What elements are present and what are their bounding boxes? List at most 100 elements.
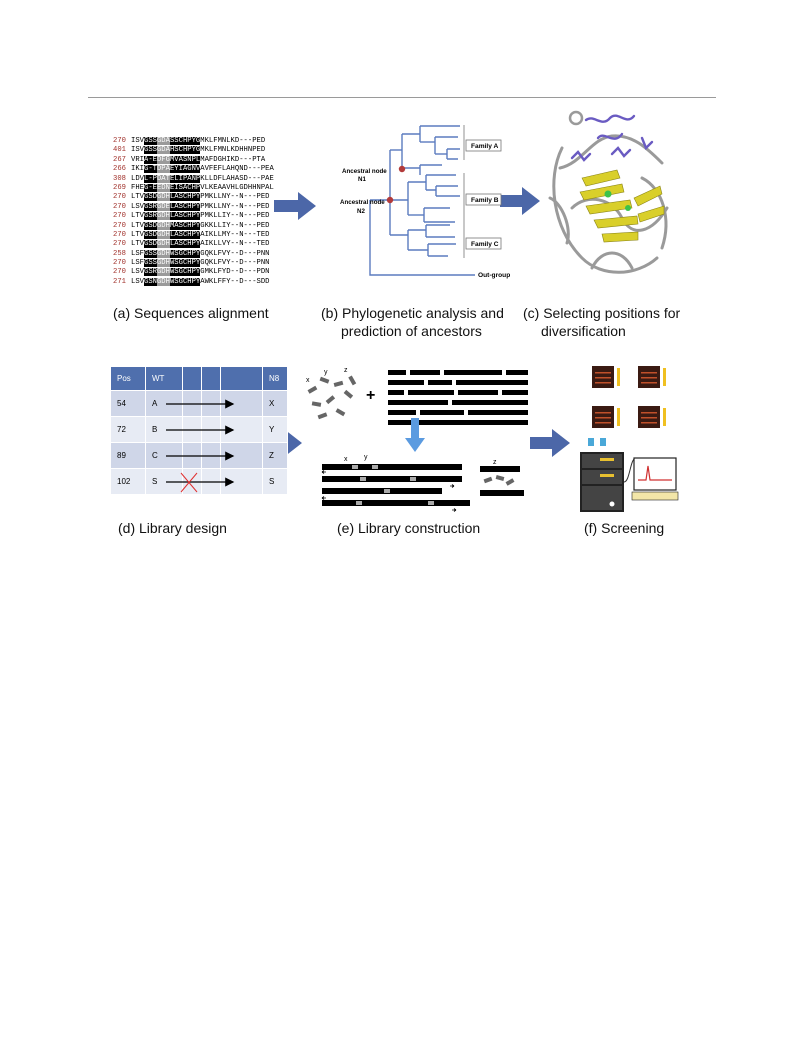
ancestral-node-n1 [398,165,406,173]
gel-images [592,366,666,428]
fragment-z-label: z [344,367,348,374]
product-y-label: y [364,454,368,461]
caption-c-line1: (c) Selecting positions for [523,305,681,321]
alignment-row-sequence: LSVGSRGDHWSGCHPYGMKLFYD--D---PDN [131,268,270,277]
alignment-row-sequence: LSVGSNGDHWSGCHPYAWKLFFY--D---SDD [131,277,270,286]
table-arrows [166,399,235,493]
alignment-row: 258 LSFGSSGDHWSGCHPYGQKLFVY--D---PNN [113,249,333,259]
alignment-row-sequence: ISVGSSGDASSCHPYGMKLFMNLKD---PED [131,137,266,145]
instrument-icon [580,438,637,512]
flow-arrow-a-b [274,192,316,220]
cell-n8: Z [263,443,288,469]
alignment-row-number: 270 [113,202,126,211]
alignment-row: 270 LTVGSDGDHLASCHPYAIKLLVY--N---TED [113,240,333,249]
alignment-row-number: 269 [113,183,126,192]
header-blank-3 [221,367,263,391]
caption-f: (f) Screening [584,520,665,536]
alignment-row-sequence: FHEG-EEDNEISACHPVLKEAAVHLGDHHNPAL [131,183,274,192]
alignment-row-sequence: LSFGSSGDHWSGCHPYGQKLFVY--D---PNN [131,249,270,258]
table-row: 54 A X [111,391,288,417]
alignment-row-number: 270 [113,268,126,277]
ancestral-node-n2 [386,196,394,204]
alignment-row-sequence: LTVGSDGDHLASCHPYAIKLLMY--N---TED [131,230,270,239]
alignment-row-number: 270 [113,221,126,230]
alignment-row: 271 LSVGSNGDHWSGCHPYAWKLFFY--D---SDD [113,277,333,287]
alignment-row-sequence: LTVGSDGDHLASCHPYPMKLLNY--N---PED [131,193,270,202]
cell-wt: B [146,417,183,443]
family-a-label: Family A [471,143,498,150]
caption-a: (a) Sequences alignment [113,305,269,321]
alignment-row-sequence: LSFGSSGDHWSGCHPYGQKLFVY--D---PNN [131,259,270,268]
alignment-row: 270 LTVGSDGDHLASCHPYAIKLLMY--N---TED [113,230,333,240]
alignment-row-sequence: LTVGSDGDHLASCHPYAIKLLVY--N---TED [131,240,270,249]
top-rule [88,97,716,98]
cell-pos: 54 [111,391,146,417]
flow-arrow-e-f [530,429,570,457]
header-wt: WT [146,367,183,391]
family-b-label: Family B [471,197,499,204]
alignment-row-number: 270 [113,193,126,202]
monitor-icon [631,457,679,501]
cell-n8: S [263,469,288,495]
alignment-row-sequence: LSVGSRGDELASCHPYPMKLLNY--N---PED [131,202,270,211]
flow-arrow-b-c [500,187,540,215]
alignment-row-number: 267 [113,155,126,164]
screening-diagram [580,366,679,512]
alignment-row: 267 VRIA-EDFGMVASNPLMAFDGHIKD---PTA [113,155,333,165]
node-n2-line1: Ancestral node [340,199,385,206]
down-arrow-icon [405,418,425,452]
alignment-row-number: 401 [113,146,126,155]
product-z-label: z [493,459,497,466]
caption-b-line1: (b) Phylogenetic analysis and [321,305,504,321]
alignment-row-sequence: VRIA-EDFGMVASNPLMAFDGHIKD---PTA [131,155,266,164]
family-c-label: Family C [471,241,499,248]
cell-n8: X [263,391,288,417]
library-construction-diagram: x y z + x y z [306,367,528,512]
alignment-row-number: 266 [113,165,126,174]
caption-e: (e) Library construction [337,520,481,536]
header-blank-1 [183,367,202,391]
table-header-row: Pos WT N8 [111,367,288,391]
fragment-x-label: x [306,377,310,384]
alignment-row-sequence: IKIG-TDPAEYIAGNVAVFEFLAHQND---PEA [131,165,274,174]
alignment-row-sequence: LTVGSDGDHMASCHPYGKKLLIY--N---PED [131,221,270,230]
protein-structure-image [548,110,669,274]
caption-b-line2: prediction of ancestors [341,323,482,339]
alignment-row-number: 258 [113,249,126,258]
header-pos: Pos [111,367,146,391]
phylogenetic-tree: Family A Family B Family C Out-group Anc… [340,125,510,279]
alignment-row-number: 270 [113,212,126,221]
alignment-row: 269 FHEG-EEDNEISACHPVLKEAAVHLGDHHNPAL [113,183,333,193]
alignment-row: 401 ISVGSSGDAHSCHPYGMKLFMNLKDHHNPED [113,146,333,155]
alignment-row-number: 270 [113,137,126,145]
alignment-row-number: 308 [113,174,126,183]
alignment-row-number: 270 [113,230,126,239]
cell-pos: 72 [111,417,146,443]
node-n1-line2: N1 [358,176,366,183]
header-blank-2 [202,367,221,391]
blocked-cross-icon [180,472,198,493]
alignment-row: 270 LTVGSDGDHLASCHPYPMKLLNY--N---PED [113,193,333,202]
alignment-row-number: 271 [113,277,126,286]
cell-pos: 89 [111,443,146,469]
alignment-row: 270 LTVGSRGDHLASCHPYPMKLLIY--N---PED [113,212,333,221]
node-n2-line2: N2 [357,208,365,215]
alignment-row: 270 LSVGSRGDHWSGCHPYGMKLFYD--D---PDN [113,268,333,277]
header-n8: N8 [263,367,288,391]
cell-n8: Y [263,417,288,443]
cell-pos: 102 [111,469,146,495]
outgroup-label: Out-group [478,272,510,279]
alignment-row-sequence: LDVL-PDATELIPANPKLLDFLAHASD---PAE [131,174,274,183]
alignment-row-sequence: ISVGSSGDAHSCHPYGMKLFMNLKDHHNPED [131,146,266,155]
caption-c-line2: diversification [541,323,626,339]
alignment-row: 270 ISVGSSGDASSCHPYGMKLFMNLKD---PED [113,137,333,146]
alignment-row: 308 LDVL-PDATELIPANPKLLDFLAHASD---PAE [113,174,333,184]
sequence-alignment: 270 ISVGSSGDASSCHPYGMKLFMNLKD---PED 401 ISV… [113,137,333,287]
fragment-y-label: y [324,369,328,376]
alignment-row: 270 LTVGSDGDHMASCHPYGKKLLIY--N---PED [113,221,333,231]
product-x-label: x [344,456,348,463]
alignment-row-number: 270 [113,240,126,249]
alignment-row: 266 IKIG-TDPAEYIAGNVAVFEFLAHQND---PEA [113,165,333,174]
alignment-row-sequence: LTVGSRGDHLASCHPYPMKLLIY--N---PED [131,212,270,221]
